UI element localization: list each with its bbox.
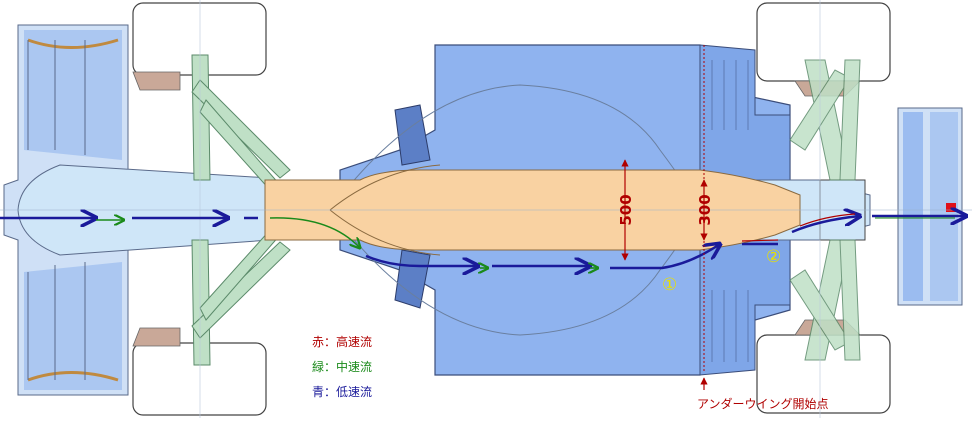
legend-blue: 青：低速流 bbox=[312, 385, 372, 399]
rear-wing bbox=[897, 107, 963, 306]
legend-red: 赤：高速流 bbox=[312, 334, 372, 349]
marker-2: ② bbox=[766, 247, 781, 267]
underwing-start-label: アンダーウイング開始点 bbox=[697, 396, 829, 411]
mid-speed-flow bbox=[96, 218, 955, 268]
high-speed-flow bbox=[741, 213, 856, 242]
low-speed-flow bbox=[0, 216, 966, 268]
front-right-tyre bbox=[132, 327, 267, 416]
marker-1: ① bbox=[662, 275, 677, 295]
dimension-300-label: 300 bbox=[696, 194, 714, 225]
dimension-500-label: 500 bbox=[617, 194, 635, 225]
front-left-tyre bbox=[132, 2, 267, 91]
radiator-vanes bbox=[711, 60, 749, 362]
speed-legend: 赤：高速流 緑：中速流 青：低速流 bbox=[312, 334, 372, 399]
legend-green: 緑：中速流 bbox=[312, 359, 372, 374]
